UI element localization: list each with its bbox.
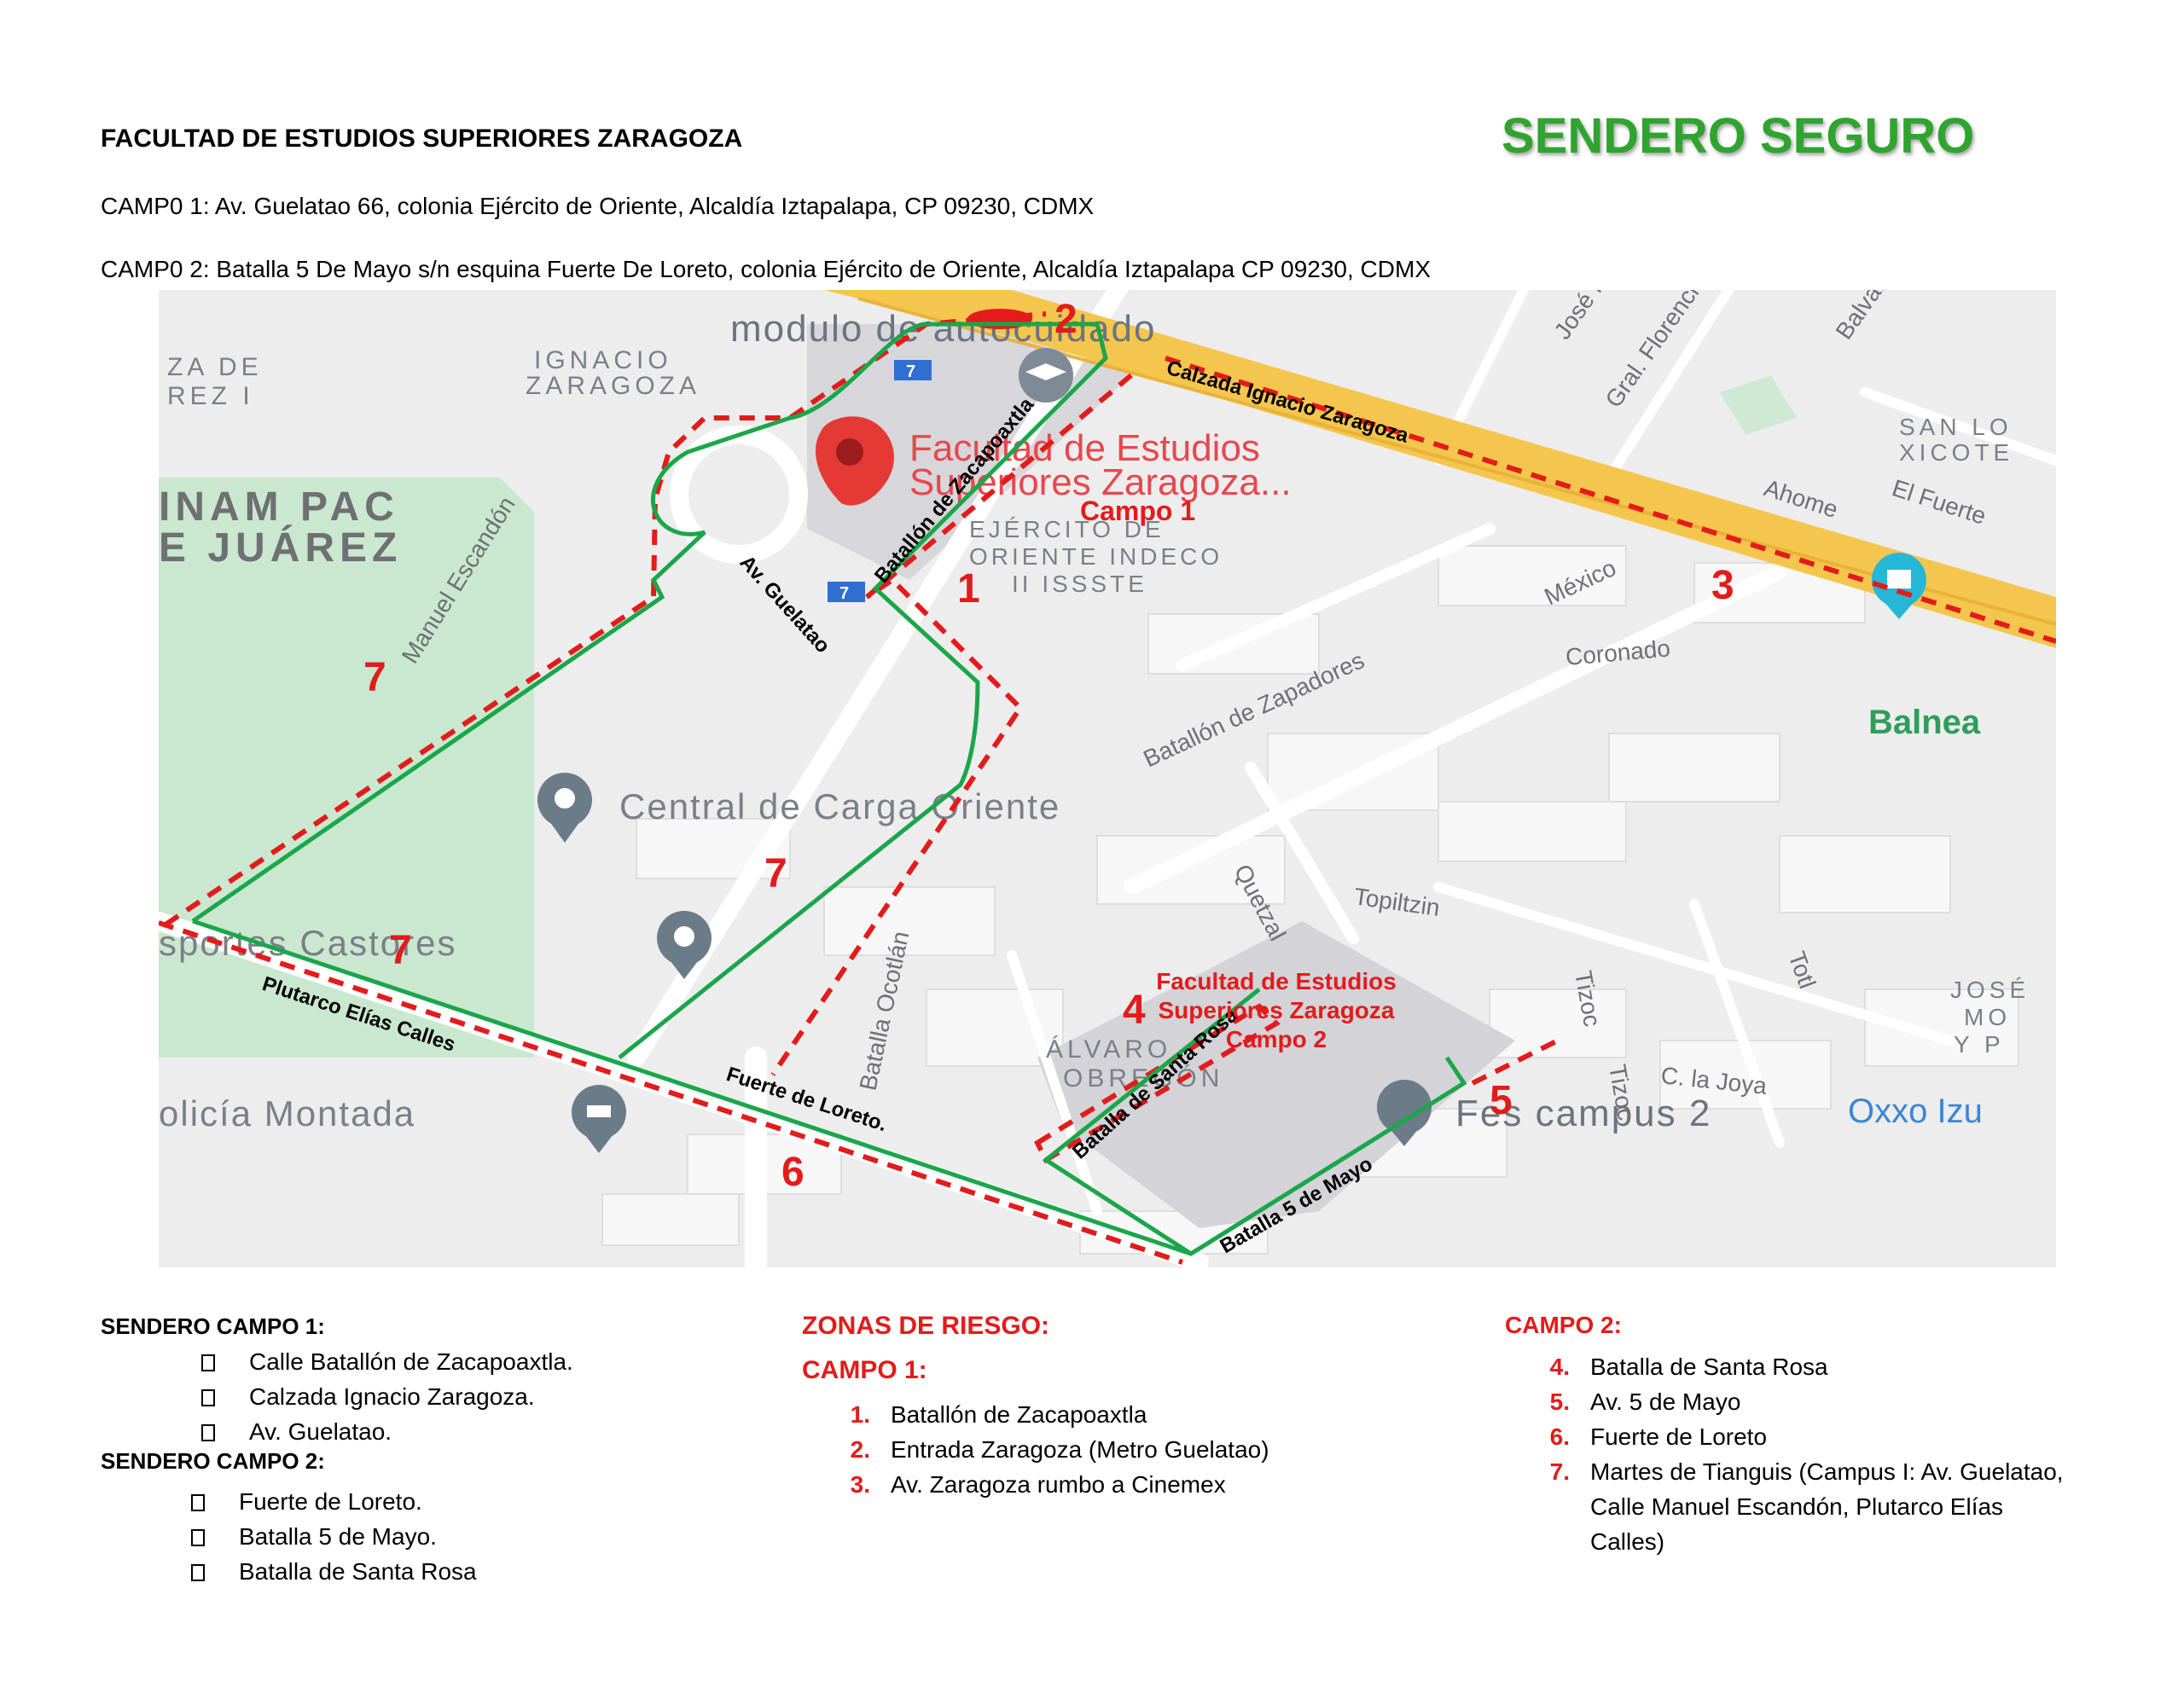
zone-marker-2: 2 xyxy=(1054,297,1077,342)
alvaro-label-2: OBREGÓN xyxy=(1063,1064,1223,1093)
zone-marker-6: 6 xyxy=(781,1150,804,1195)
list-item: Batalla 5 de Mayo. xyxy=(191,1519,477,1554)
roads xyxy=(159,290,2056,1267)
alvaro-label-1: ÁLVARO xyxy=(1046,1035,1171,1064)
list-item: Calle Batallón de Zacapoaxtla. xyxy=(201,1344,573,1379)
fes-pin-icon xyxy=(816,416,894,506)
ignacio-label-2: ZARAGOZA xyxy=(526,372,700,400)
list-item: 5.Av. 5 de Mayo xyxy=(1549,1388,1741,1415)
zone-marker-1: 1 xyxy=(957,566,980,612)
josemo-label-2: MO xyxy=(1964,1004,2011,1030)
ejercito-label-2: ORIENTE INDECO xyxy=(969,543,1223,570)
svg-text:7: 7 xyxy=(839,584,849,603)
fes-top-label-1: Facultad de Estudios xyxy=(909,427,1260,469)
campo2-label-3: Campo 2 xyxy=(1226,1026,1327,1052)
castores-pin-icon xyxy=(657,911,712,979)
zone-marker-7a: 7 xyxy=(363,655,386,700)
campo2-label-1: Facultad de Estudios xyxy=(1156,968,1397,994)
risk-zone-3-path xyxy=(1165,356,2056,644)
zone-marker-7c: 7 xyxy=(389,928,412,973)
bullet-icon xyxy=(191,1529,205,1546)
cinema-pin-icon xyxy=(1872,553,1926,619)
policia-label: olicía Montada xyxy=(159,1093,415,1133)
risk-zones xyxy=(159,311,2056,1265)
sanlo-label-2: XICOTE xyxy=(1899,439,2013,466)
city-blocks xyxy=(601,545,2019,1255)
metro-badge-bottom: 7 xyxy=(828,582,865,603)
riesgo-campo2-title: CAMPO 2: xyxy=(1505,1312,1622,1338)
list-item: Batalla de Santa Rosa xyxy=(191,1554,477,1589)
risk-zone-4-path xyxy=(1034,1003,1281,1164)
sendero1-title: SENDERO CAMPO 1: xyxy=(101,1313,325,1339)
park-area xyxy=(159,478,534,1058)
campo2-label-2: Superiores Zaragoza xyxy=(1159,997,1395,1023)
central-label: Central de Carga Oriente xyxy=(619,786,1060,826)
list-item: Calzada Ignacio Zaragoza. xyxy=(201,1379,573,1414)
zone-marker-7b: 7 xyxy=(764,851,787,896)
policia-pin-icon xyxy=(572,1085,626,1153)
zone-marker-5: 5 xyxy=(1490,1078,1513,1123)
sendero2-title: SENDERO CAMPO 2: xyxy=(101,1448,325,1474)
zone-marker-3: 3 xyxy=(1711,563,1734,608)
riesgo-campo2-list: 4.Batalla de Santa Rosa 5.Av. 5 de Mayo … xyxy=(1519,1349,2082,1559)
safe-route-campo1 xyxy=(191,322,1108,1059)
zade-label-2: REZ I xyxy=(167,382,254,410)
bullet-icon xyxy=(201,1389,215,1406)
sanlo-label-1: SAN LO xyxy=(1899,414,2013,440)
riesgo-campo1-list: 1.Batallón de Zacapoaxtla 2.Entrada Zara… xyxy=(819,1397,1269,1502)
bullet-icon xyxy=(191,1494,205,1511)
modulo-label: modulo de autocuidado xyxy=(730,308,1156,350)
route-map: modulo de autocuidado IGNACIO ZARAGOZA Z… xyxy=(159,290,2056,1267)
campus2-building xyxy=(1037,921,1515,1228)
svg-text:7: 7 xyxy=(906,362,915,381)
bullet-icon xyxy=(191,1564,205,1581)
education-pin-icon xyxy=(1019,348,1073,403)
zade-label-1: ZA DE xyxy=(167,353,263,381)
josemo-label-3: Y P xyxy=(1954,1031,2005,1058)
unam-label-2: E JUÁREZ xyxy=(159,525,402,571)
list-item: 4.Batalla de Santa Rosa xyxy=(1549,1354,1828,1380)
castores-label: sportes Castores xyxy=(159,923,456,963)
list-item: Fuerte de Loreto. xyxy=(191,1484,477,1519)
risk-zone-1-path xyxy=(770,373,1133,1076)
oxxo-label: Oxxo Izu xyxy=(1848,1093,1983,1130)
josemo-label-1: JOSÉ xyxy=(1950,977,2030,1003)
risk-zone-5-path xyxy=(1471,1038,1560,1086)
riesgo-title: ZONAS DE RIESGO: xyxy=(802,1312,1050,1340)
ignacio-label-1: IGNACIO xyxy=(534,346,672,374)
unam-label-1: INAM PAC xyxy=(159,484,399,530)
ejercito-label-3: II ISSSTE xyxy=(1012,571,1147,597)
safe-routes xyxy=(191,322,1467,1256)
risk-zone-7-path xyxy=(164,311,1047,927)
risk-zone-6-path xyxy=(159,920,1183,1265)
ejercito-label-1: EJÉRCITO DE xyxy=(969,516,1165,542)
riesgo-campo1-title: CAMPO 1: xyxy=(802,1356,927,1384)
park-area-small xyxy=(1720,375,1797,435)
sendero1-list: Calle Batallón de Zacapoaxtla. Calzada I… xyxy=(201,1344,573,1449)
fes-top-label-2: Superiores Zaragoza... xyxy=(909,461,1292,503)
campus1-address: CAMP0 1: Av. Guelatao 66, colonia Ejérci… xyxy=(101,193,1095,219)
page-title: FACULTAD DE ESTUDIOS SUPERIORES ZARAGOZA xyxy=(101,125,743,153)
zone-marker-4: 4 xyxy=(1123,988,1146,1033)
list-item: 1.Batallón de Zacapoaxtla xyxy=(850,1401,1147,1428)
list-item: 7.Martes de Tianguis (Campus I: Av. Guel… xyxy=(1549,1458,2064,1555)
fes-campus2-label: Fes campus 2 xyxy=(1455,1093,1711,1134)
campo1-label: Campo 1 xyxy=(1080,496,1195,526)
list-item: Av. Guelatao. xyxy=(201,1414,573,1449)
list-item: 2.Entrada Zaragoza (Metro Guelatao) xyxy=(850,1436,1269,1463)
sendero2-list: Fuerte de Loreto. Batalla 5 de Mayo. Bat… xyxy=(191,1484,477,1589)
safe-route-campo2-b xyxy=(1042,988,1261,1256)
list-item: 3.Av. Zaragoza rumbo a Cinemex xyxy=(850,1471,1226,1498)
sendero-seguro-badge: SENDERO SEGURO xyxy=(1502,108,1975,164)
bullet-icon xyxy=(201,1424,215,1441)
campus2-address: CAMP0 2: Batalla 5 De Mayo s/n esquina F… xyxy=(101,256,1431,282)
balnea-label: Balnea xyxy=(1868,704,1981,741)
metro-badge-top: 7 xyxy=(894,360,932,381)
list-item: 6.Fuerte de Loreto xyxy=(1549,1423,1768,1450)
safe-route-campo2-a xyxy=(192,919,1467,1256)
central-pin-icon xyxy=(537,773,592,843)
bullet-icon xyxy=(201,1354,215,1371)
